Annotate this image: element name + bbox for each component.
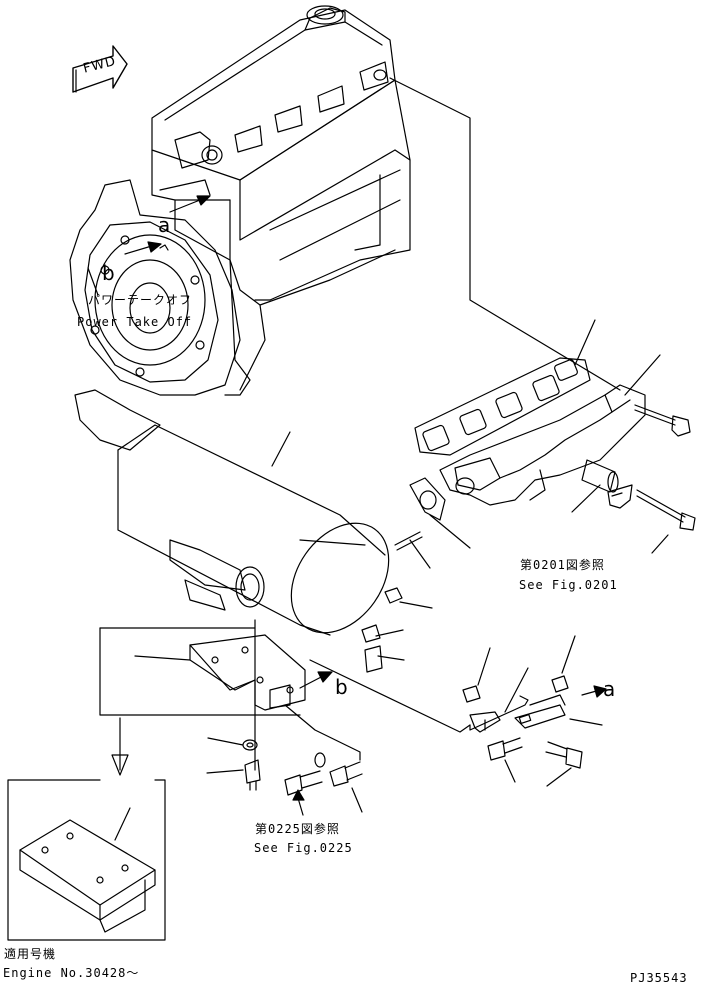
fwd-arrow-icon	[72, 45, 128, 93]
pto-leader	[87, 267, 99, 296]
nut-upper	[384, 587, 403, 604]
bracket-stay-leader	[309, 659, 471, 733]
label-a-top: a	[158, 213, 171, 237]
label-a-right: a	[603, 677, 616, 701]
exhaust-manifold	[439, 384, 646, 506]
bolt-stay-right	[545, 741, 583, 769]
stay-bracket	[469, 694, 566, 733]
bolt-stay-left	[487, 737, 523, 761]
label-b-top: b	[102, 261, 115, 285]
arrow-b-mid	[299, 671, 333, 689]
nut-lower	[361, 624, 381, 643]
inset-box	[7, 717, 166, 941]
fig0225-label-en: See Fig.0225	[254, 841, 353, 855]
arrow-b-top	[124, 241, 162, 255]
engine-manifold-leader	[389, 77, 621, 391]
muffler-bracket-box	[99, 627, 306, 716]
hex-bolt-right	[329, 761, 363, 787]
fig0225-arrow	[292, 789, 305, 816]
fig0225-label-jp: 第0225図参照	[255, 822, 340, 836]
clamp	[607, 484, 633, 509]
label-b-mid: b	[335, 675, 348, 699]
nut-right	[551, 675, 569, 693]
engine-number-label: Engine No.30428〜	[3, 966, 140, 980]
bracket-bolt	[244, 759, 261, 791]
applicable-label-jp: 適用号機	[4, 947, 57, 961]
manifold-bolt	[634, 404, 691, 437]
stud	[394, 531, 423, 551]
fig0201-label-en: See Fig.0201	[519, 578, 618, 592]
callout-leaders	[134, 319, 669, 813]
flywheel-housing	[69, 179, 241, 396]
flange-gasket	[409, 477, 446, 521]
pto-label-en: Power Take Off	[77, 315, 193, 329]
spacer	[364, 645, 383, 673]
arrow-a-top	[169, 195, 211, 213]
muffler	[74, 389, 390, 636]
nut-left	[462, 685, 481, 703]
bolt-leader	[284, 704, 361, 761]
washer-small	[314, 752, 326, 768]
hex-bolt-left	[284, 770, 323, 796]
pto-label-jp: パワーテークオフ	[88, 293, 193, 307]
page-code: PJ35543	[630, 971, 688, 985]
engine-block	[151, 5, 411, 396]
long-bolt	[636, 489, 696, 531]
arrow-a-right	[581, 685, 607, 698]
fig0201-label-jp: 第0201図参照	[520, 558, 605, 572]
manifold-gasket	[414, 357, 591, 456]
